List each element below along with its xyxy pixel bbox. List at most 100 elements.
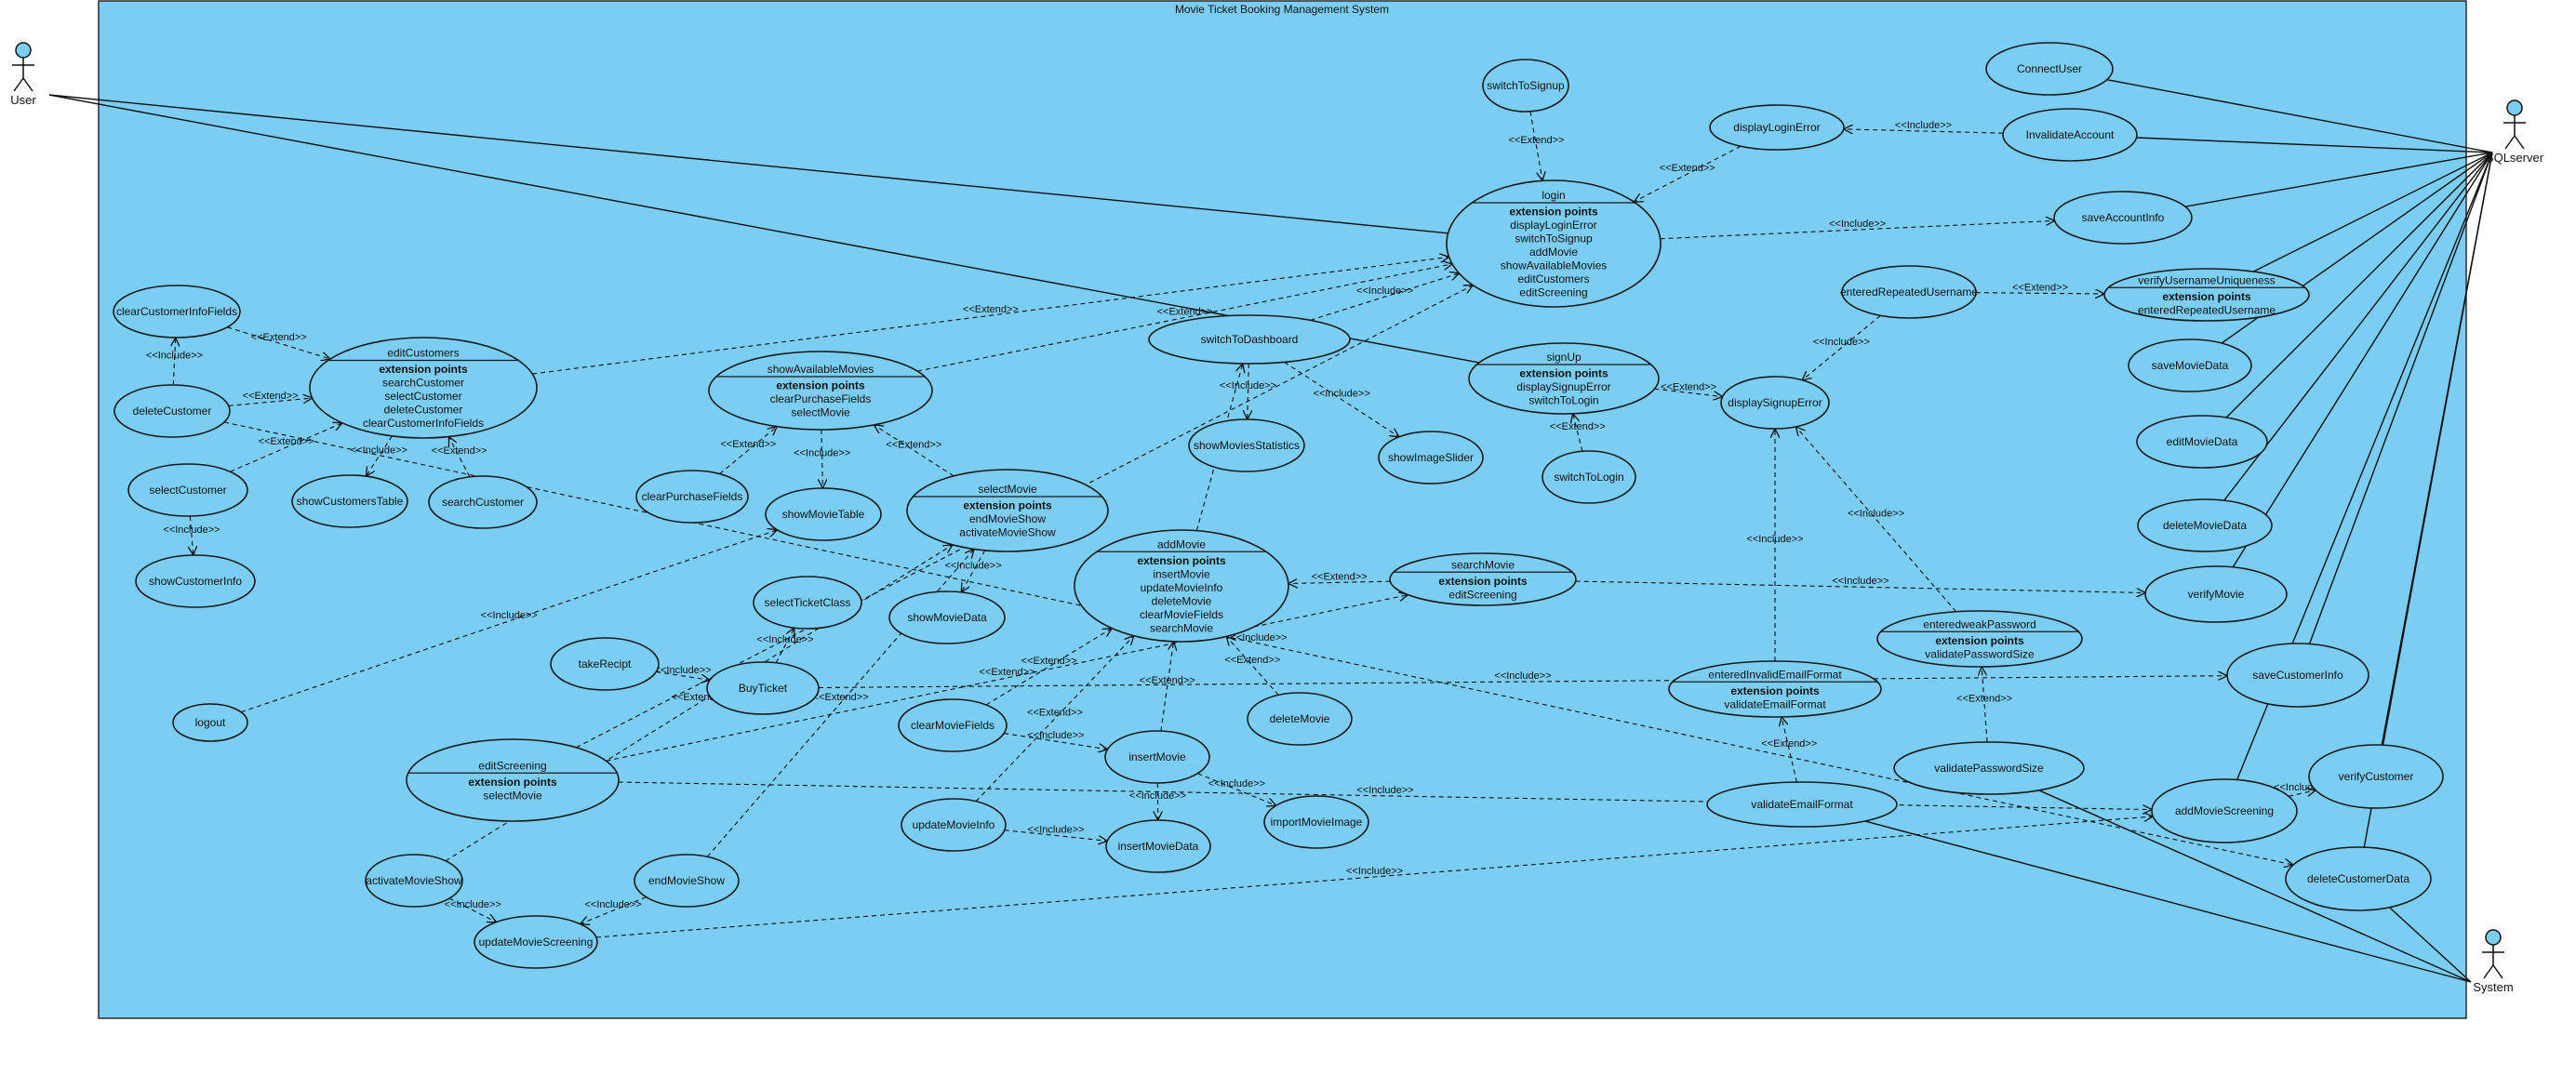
use-case-name: showAvailableMovies — [767, 363, 874, 376]
stereotype-label: <<Include>> — [1494, 670, 1551, 682]
use-case-insert-movie[interactable]: insertMovie — [1104, 730, 1210, 784]
extension-points-heading: extension points — [1935, 634, 2024, 647]
stereotype-label: <<Include>> — [1220, 380, 1276, 392]
use-case-clear-customer-info-fields[interactable]: clearCustomerInfoFields — [113, 285, 241, 338]
use-case-ellipse — [2308, 744, 2444, 809]
relation-extend-insert-movie-to-add-movie — [1160, 642, 1174, 732]
use-case-delete-customer[interactable]: deleteCustomer — [113, 384, 231, 438]
use-case-name: login — [1542, 189, 1565, 202]
use-case-buy-ticket[interactable]: BuyTicket — [706, 661, 820, 715]
use-case-switch-to-signup[interactable]: switchToSignup — [1482, 59, 1569, 113]
stereotype-label: <<Include>> — [1829, 219, 1886, 230]
stereotype-label: <<Include>> — [1129, 790, 1186, 802]
use-case-display-signup-error[interactable]: displaySignupError — [1720, 376, 1830, 430]
stereotype-label: <<Extend>> — [963, 304, 1019, 315]
use-case-show-customers-table[interactable]: showCustomersTable — [291, 474, 408, 528]
stereotype-label: <<Include>> — [1356, 785, 1413, 796]
use-case-name: saveMovieData — [2152, 359, 2229, 372]
use-case-take-recipt[interactable]: takeRecipt — [550, 637, 660, 691]
use-case-name: showCustomerInfo — [149, 575, 242, 588]
relation-include-activate-movie-show-to-update-movie-screening — [448, 897, 497, 922]
actor-system[interactable]: System — [2473, 929, 2514, 994]
actor-label: SQLserver — [2486, 151, 2544, 165]
use-case-verify-movie[interactable]: verifyMovie — [2144, 565, 2288, 623]
use-case-name: deleteMovieData — [2163, 519, 2247, 532]
use-case-search-customer[interactable]: searchCustomer — [428, 475, 538, 529]
use-case-clear-movie-fields[interactable]: clearMovieFields — [898, 698, 1008, 752]
stereotype-label: <<Extend>> — [1027, 708, 1083, 719]
use-case-name: InvalidateAccount — [2026, 128, 2115, 141]
use-case-ellipse — [1841, 265, 1977, 319]
use-case-save-account-info[interactable]: saveAccountInfo — [2053, 191, 2193, 245]
use-case-display-login-error[interactable]: displayLoginError — [1709, 104, 1845, 151]
use-case-delete-movie-data[interactable]: deleteMovieData — [2137, 498, 2273, 552]
stereotype-label: <<Extend>> — [1021, 656, 1077, 667]
relation-extend-select-movie-to-show-available-movies — [874, 425, 954, 477]
use-case-entered-repeated-username[interactable]: enteredRepeatedUsername — [1840, 265, 1978, 319]
use-case-update-movie-info[interactable]: updateMovieInfo — [901, 798, 1007, 852]
stereotype-label: <<Extend>> — [251, 332, 307, 343]
use-case-edit-movie-data[interactable]: editMovieData — [2136, 415, 2268, 469]
use-case-validate-email-format[interactable]: validateEmailFormat — [1706, 781, 1898, 828]
use-case-save-customer-info[interactable]: saveCustomerInfo — [2226, 643, 2369, 708]
relation-extend-select-customer-to-edit-customers — [230, 423, 342, 472]
use-case-update-movie-screening[interactable]: updateMovieScreening — [474, 915, 598, 969]
use-case-name: logout — [195, 716, 226, 729]
actor-label: System — [2473, 980, 2513, 994]
extension-point: switchToSignup — [1515, 232, 1593, 246]
use-case-name: displayLoginError — [1733, 121, 1820, 134]
actor-sql[interactable]: SQLserver — [2486, 100, 2544, 165]
use-case-switch-to-login[interactable]: switchToLogin — [1542, 450, 1636, 504]
use-case-save-movie-data[interactable]: saveMovieData — [2128, 338, 2252, 392]
stereotype-label: <<Include>> — [944, 560, 1001, 571]
stereotype-label: <<Include>> — [1208, 778, 1265, 790]
use-case-insert-movie-data[interactable]: insertMovieData — [1105, 819, 1211, 873]
use-case-show-movies-statistics[interactable]: showMoviesStatistics — [1188, 418, 1305, 472]
use-case-delete-movie[interactable]: deleteMovie — [1247, 692, 1353, 746]
use-case-show-image-slider[interactable]: showImageSlider — [1378, 431, 1484, 484]
use-case-activate-movie-show[interactable]: activateMovieShow — [365, 854, 463, 908]
use-case-verify-customer[interactable]: verifyCustomer — [2308, 744, 2444, 809]
use-case-ellipse — [2285, 846, 2432, 911]
use-case-switch-to-dashboard[interactable]: switchToDashboard — [1148, 314, 1351, 365]
use-case-end-movie-show[interactable]: endMovieShow — [634, 854, 740, 908]
extension-point: editScreening — [1519, 286, 1587, 299]
stereotype-label: <<Include>> — [1314, 389, 1370, 400]
relation-include-switch-to-dashboard-to-show-image-slider — [1284, 361, 1398, 436]
relation-extend-clear-purchase-fields-to-show-available-movies — [719, 427, 778, 475]
use-case-connect-user[interactable]: ConnectUser — [1985, 42, 2114, 96]
use-case-select-ticket-class[interactable]: selectTicketClass — [753, 576, 862, 630]
use-case-delete-customer-data[interactable]: deleteCustomerData — [2285, 846, 2432, 911]
stereotype-label: <<Extend>> — [1550, 421, 1606, 432]
use-case-validate-password-size[interactable]: validatePasswordSize — [1893, 741, 2085, 795]
use-case-import-movie-image[interactable]: importMovieImage — [1263, 795, 1369, 849]
use-case-logout[interactable]: logout — [172, 703, 248, 742]
use-case-select-customer[interactable]: selectCustomer — [127, 463, 248, 517]
extension-points-heading: extension points — [776, 379, 865, 392]
actor-user[interactable]: User — [10, 42, 36, 107]
use-case-show-movie-table[interactable]: showMovieTable — [765, 487, 882, 541]
use-case-show-movie-data[interactable]: showMovieData — [888, 591, 1006, 644]
extension-points-heading: extension points — [379, 363, 468, 376]
extension-point: switchToLogin — [1528, 394, 1598, 407]
use-case-add-movie-screening[interactable]: addMovieScreening — [2151, 778, 2298, 843]
use-case-name: deleteCustomerData — [2307, 872, 2409, 885]
use-case-show-customer-info[interactable]: showCustomerInfo — [135, 554, 256, 608]
use-case-clear-purchase-fields[interactable]: clearPurchaseFields — [635, 470, 749, 524]
use-case-invalidate-account[interactable]: InvalidateAccount — [2002, 108, 2138, 162]
relation-extend-delete-customer-to-edit-customers — [228, 398, 313, 406]
use-case-name: importMovieImage — [1271, 816, 1363, 829]
use-case-name: searchMovie — [1451, 558, 1515, 571]
